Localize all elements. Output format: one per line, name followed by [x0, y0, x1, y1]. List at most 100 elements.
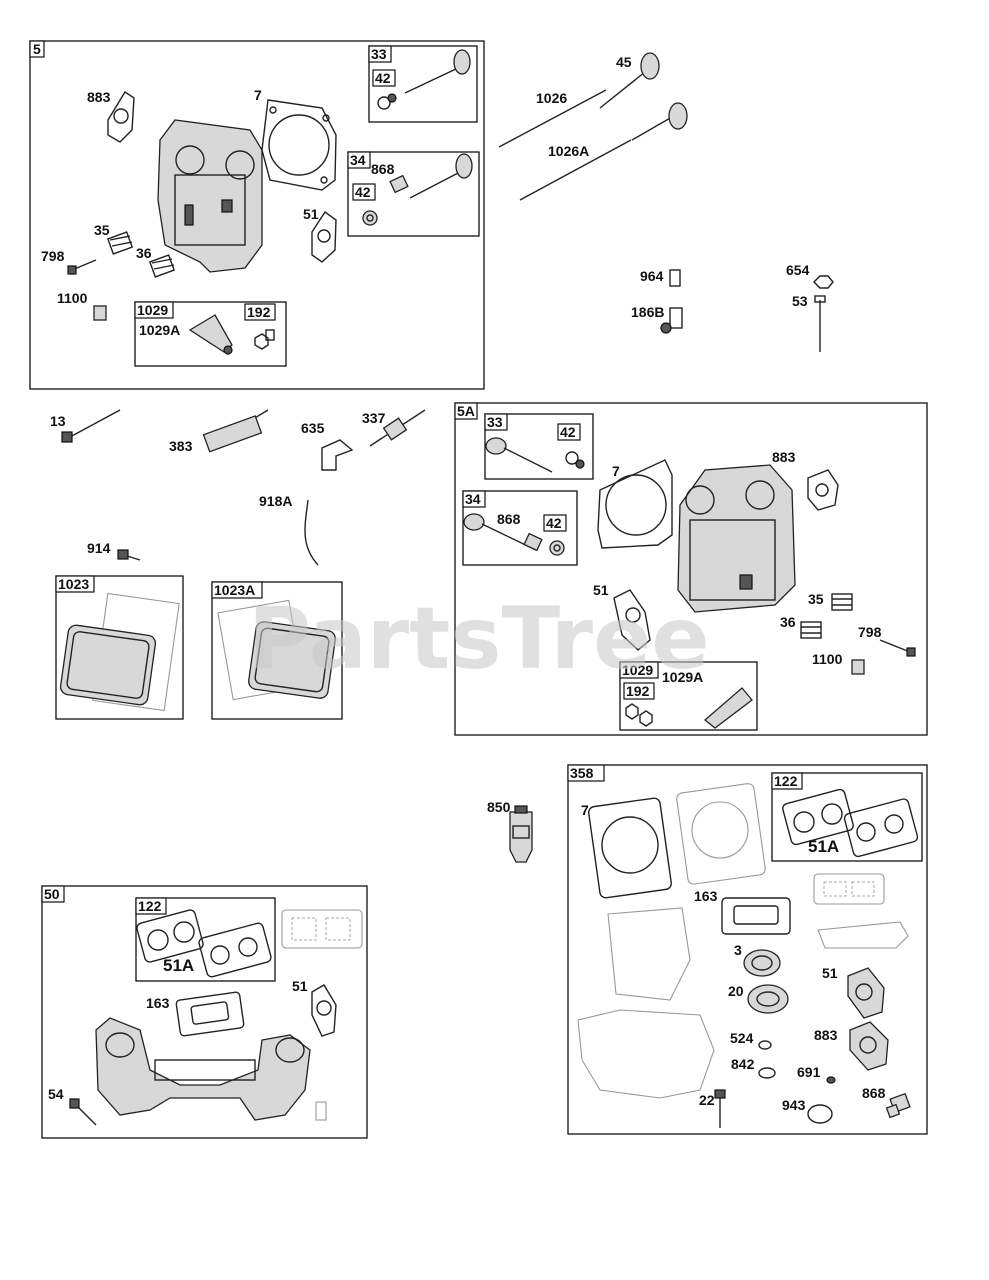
clip-icon[interactable] [93, 305, 107, 321]
stud-icon[interactable] [315, 1101, 327, 1121]
head-gasket-icon[interactable] [676, 783, 766, 885]
o-ring-icon[interactable] [807, 1104, 833, 1124]
valve-icon[interactable] [409, 153, 473, 199]
valve-icon[interactable] [631, 102, 688, 141]
part-798-label: 798 [858, 624, 882, 640]
nut-icon[interactable] [625, 703, 653, 727]
cylinder-head-icon[interactable] [677, 464, 796, 613]
exhaust-gasket-icon[interactable] [311, 210, 337, 263]
gasket-icon[interactable] [175, 991, 245, 1037]
group-122-tag: 122 [774, 773, 798, 789]
exhaust-gasket-icon[interactable] [847, 967, 885, 1019]
part-1100-label: 1100 [57, 290, 88, 306]
seal-ring-icon[interactable] [747, 984, 789, 1014]
part-7-label: 7 [612, 463, 620, 479]
exhaust-gasket-icon[interactable] [311, 984, 337, 1037]
gasket-icon[interactable] [281, 909, 363, 949]
clip-icon[interactable] [851, 659, 865, 675]
part-868-label: 868 [862, 1085, 886, 1101]
seal-ring-icon[interactable] [743, 949, 781, 977]
valve-cover-icon[interactable] [59, 592, 180, 712]
nut-icon[interactable] [813, 275, 834, 289]
gasket-icon[interactable] [198, 922, 272, 978]
gasket-icon[interactable] [813, 873, 885, 905]
part-842-label: 842 [731, 1056, 755, 1072]
valve-seat-icon[interactable] [523, 532, 543, 552]
part-51-label: 51 [303, 206, 319, 222]
gasket-icon[interactable] [577, 1009, 715, 1099]
exhaust-manifold-icon[interactable] [95, 1017, 311, 1121]
o-ring-icon[interactable] [758, 1040, 772, 1050]
part-964-label: 964 [640, 268, 664, 284]
valve-keeper-icon[interactable] [377, 93, 397, 110]
part-22-label: 22 [699, 1092, 715, 1108]
group-42-tag: 42 [546, 515, 562, 531]
gasket-icon[interactable] [849, 1021, 889, 1071]
group-5A-box: 5A 33 42 34 868 42 [454, 402, 928, 736]
valve-icon[interactable] [463, 513, 537, 551]
part-1029A-label: 1029A [139, 322, 180, 338]
gasket-icon[interactable] [107, 91, 135, 143]
part-654-label: 654 [786, 262, 810, 278]
valve-seat-icon[interactable] [389, 174, 409, 194]
rocker-arm-icon[interactable] [703, 687, 753, 729]
part-883-label: 883 [772, 449, 796, 465]
spring-icon[interactable] [106, 231, 134, 255]
valve-icon[interactable] [599, 52, 660, 109]
cylinder-head-icon[interactable] [157, 119, 263, 273]
part-7-label: 7 [254, 87, 262, 103]
spring-icon[interactable] [800, 621, 822, 639]
bolt-icon[interactable] [879, 639, 916, 657]
valve-icon[interactable] [485, 437, 553, 473]
seal-ring-icon[interactable] [362, 210, 378, 226]
part-868-label: 868 [497, 511, 521, 527]
plug-icon[interactable] [885, 1092, 911, 1119]
o-ring-icon[interactable] [758, 1067, 776, 1079]
part-20-label: 20 [728, 983, 744, 999]
group-192-tag: 192 [626, 683, 650, 699]
breather-tube-icon[interactable] [202, 409, 269, 453]
push-rod-icon[interactable] [519, 139, 632, 201]
seal-ring-icon[interactable] [549, 540, 565, 556]
gasket-icon[interactable] [817, 921, 909, 949]
part-337-label: 337 [362, 410, 386, 426]
stud-icon[interactable] [814, 295, 826, 352]
head-gasket-icon[interactable] [588, 797, 672, 899]
gasket-icon[interactable] [136, 909, 204, 963]
valve-cover-icon[interactable] [217, 599, 336, 701]
push-rod-icon[interactable] [498, 89, 607, 148]
part-51A-label: 51A [808, 837, 839, 856]
elbow-icon[interactable] [321, 439, 354, 471]
nut-icon[interactable] [254, 329, 275, 350]
bolt-icon[interactable] [714, 1089, 726, 1128]
group-5A-tag: 5A [457, 403, 475, 419]
gasket-icon[interactable] [607, 907, 691, 1001]
part-3-label: 3 [734, 942, 742, 958]
bolt-icon[interactable] [67, 259, 97, 275]
pin-icon[interactable] [669, 269, 681, 287]
head-gasket-icon[interactable] [261, 99, 337, 191]
bolt-icon[interactable] [61, 409, 121, 443]
spring-icon[interactable] [148, 254, 176, 278]
head-gasket-icon[interactable] [597, 459, 673, 549]
spring-icon[interactable] [831, 593, 853, 611]
gasket-icon[interactable] [721, 897, 791, 935]
gasket-icon[interactable] [807, 469, 839, 511]
hose-icon[interactable] [304, 499, 319, 566]
sealant-tube-icon[interactable] [509, 805, 533, 863]
rocker-arm-icon[interactable] [188, 314, 233, 355]
valve-icon[interactable] [404, 49, 471, 94]
loose-parts-middle-left: 13 383 635 337 918A 914 1023 [50, 409, 426, 720]
o-ring-icon[interactable] [826, 1076, 836, 1084]
fitting-icon[interactable] [660, 307, 683, 334]
exhaust-gasket-icon[interactable] [613, 589, 651, 651]
gasket-icon[interactable] [843, 798, 919, 858]
spark-plug-icon[interactable] [369, 409, 426, 447]
bolt-icon[interactable] [117, 549, 141, 561]
gasket-icon[interactable] [782, 788, 855, 846]
group-122-tag: 122 [138, 898, 162, 914]
group-42-tag: 42 [355, 184, 371, 200]
seal-ring-icon[interactable] [565, 451, 585, 469]
bolt-icon[interactable] [69, 1098, 97, 1126]
